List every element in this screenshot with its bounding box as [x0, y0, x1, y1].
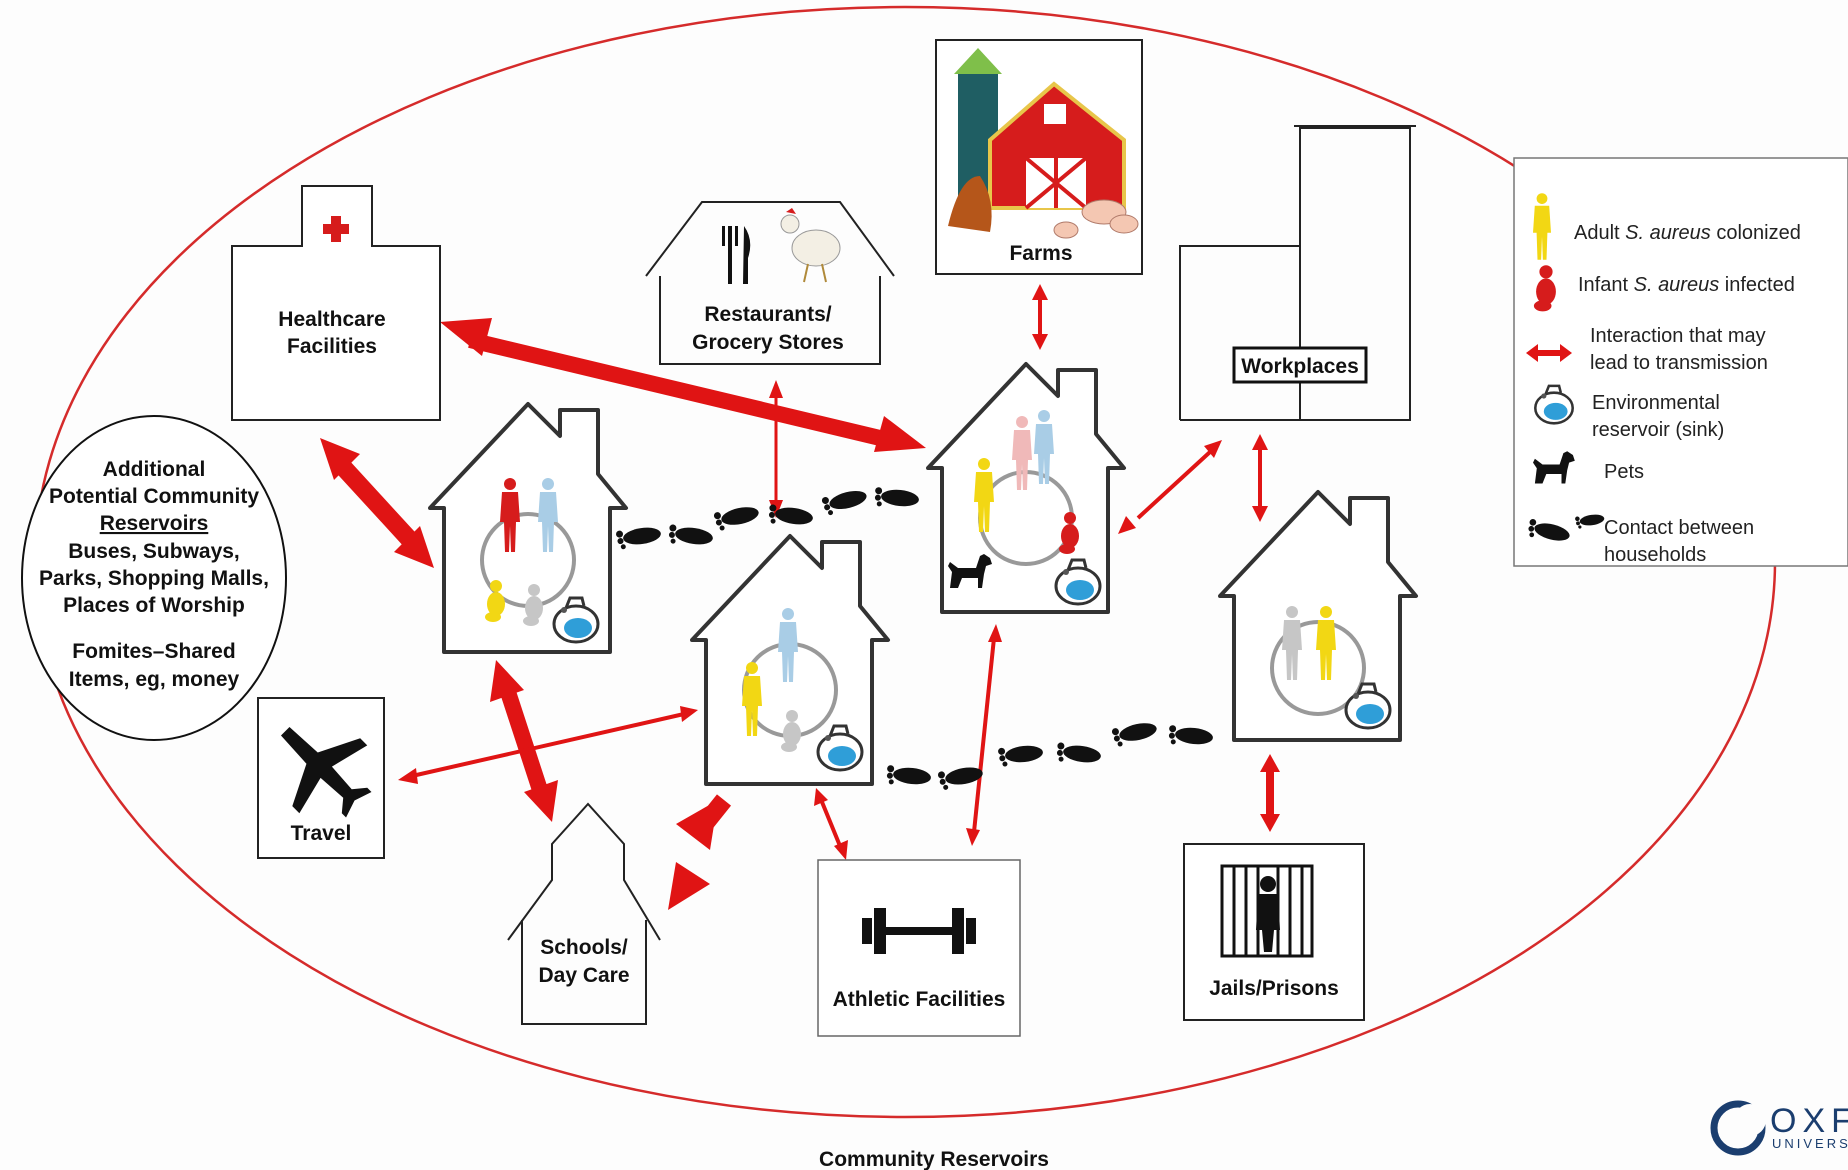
jails-prisons: Jails/Prisons: [1183, 843, 1365, 1021]
barn-icon: [988, 81, 1126, 210]
jail-bars-icon: [1220, 864, 1314, 958]
healthcare-label-1: Healthcare: [278, 308, 385, 331]
fomites-line-1: Fomites–Shared: [72, 640, 235, 663]
schools-daycare: Schools/ Day Care: [507, 802, 661, 1025]
legend: Adult S. aureus colonized Infant S. aure…: [1513, 157, 1848, 567]
athletic-facilities: Athletic Facilities: [817, 859, 1021, 1037]
legend-pets: Pets: [1604, 461, 1644, 483]
schools-label-2: Day Care: [538, 964, 629, 987]
household-c: [926, 362, 1126, 614]
household-d: [1218, 490, 1418, 742]
chicken-icon: [780, 208, 841, 283]
legend-adult: Adult S. aureus colonized: [1574, 222, 1801, 244]
legend-interaction-2: lead to transmission: [1590, 352, 1768, 374]
red-cross-icon: [323, 216, 349, 242]
legend-contact-2: households: [1604, 544, 1706, 566]
transmission-arrows: [320, 284, 1280, 910]
fomites-line-2: Items, eg, money: [69, 668, 240, 691]
legend-arrow-swatch: [1526, 344, 1572, 362]
figure-title: Community Reservoirs: [819, 1148, 1049, 1170]
oxford-logo-icon: OXF UNIVERS: [1710, 1100, 1848, 1156]
reservoir-example-2: Parks, Shopping Malls,: [39, 567, 269, 590]
farms-label: Farms: [1009, 242, 1072, 265]
legend-infant: Infant S. aureus infected: [1578, 274, 1795, 296]
travel: Travel: [257, 697, 385, 859]
reservoir-heading-1: Additional: [103, 458, 206, 481]
legend-environmental-2: reservoir (sink): [1592, 419, 1724, 441]
household-b: [690, 534, 890, 786]
legend-interaction-1: Interaction that may: [1590, 325, 1766, 347]
reservoir-heading-2: Potential Community: [49, 485, 259, 508]
restaurants-label-1: Restaurants/: [704, 303, 831, 326]
fork-knife-icon: [722, 226, 751, 284]
athletic-label: Athletic Facilities: [833, 988, 1006, 1011]
jails-label: Jails/Prisons: [1209, 977, 1339, 1000]
reservoir-heading-3: Reservoirs: [100, 512, 209, 535]
legend-environmental-1: Environmental: [1592, 392, 1720, 414]
restaurants-grocery: Restaurants/ Grocery Stores: [645, 201, 895, 365]
healthcare-facility: Healthcare Facilities: [231, 185, 441, 421]
reservoir-example-3: Places of Worship: [63, 594, 245, 617]
reservoir-example-1: Buses, Subways,: [68, 540, 240, 563]
travel-label: Travel: [291, 822, 352, 845]
healthcare-label-2: Facilities: [287, 335, 377, 358]
workplaces: Workplaces: [1179, 125, 1416, 421]
farms: Farms: [935, 39, 1143, 275]
logo-word-top: OXF: [1770, 1102, 1848, 1140]
legend-contact-1: Contact between: [1604, 517, 1754, 539]
workplaces-label: Workplaces: [1241, 355, 1359, 378]
schools-label-1: Schools/: [540, 936, 628, 959]
restaurants-label-2: Grocery Stores: [692, 331, 844, 354]
additional-reservoirs-oval: Additional Potential Community Reservoir…: [21, 415, 287, 741]
barbell-icon: [862, 908, 976, 954]
logo-word-bottom: UNIVERS: [1772, 1136, 1848, 1151]
pig-icon: [1053, 199, 1139, 239]
household-a: [428, 402, 628, 654]
airplane-icon: [280, 726, 372, 818]
